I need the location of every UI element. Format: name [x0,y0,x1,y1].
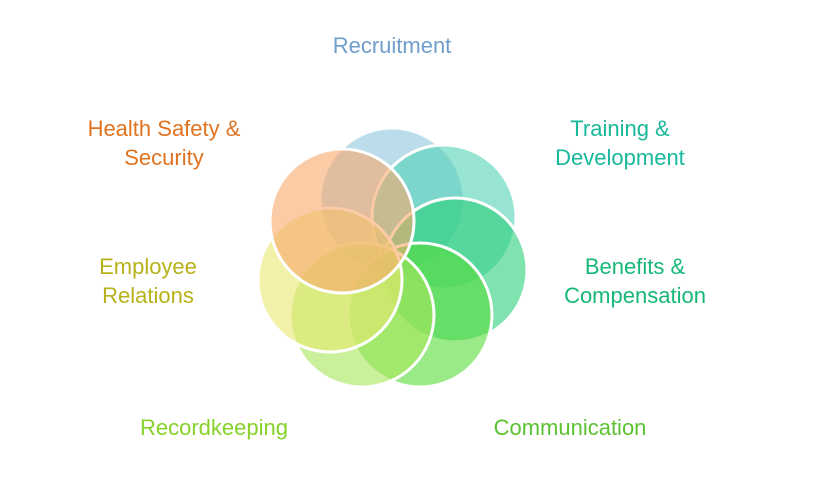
label-training-development: Training & Development [555,116,685,170]
label-benefits-compensation: Benefits & Compensation [564,254,706,308]
label-communication: Communication [493,415,647,440]
label-health-safety-security: Health Safety & Security [87,116,241,170]
circle-health-safety [268,147,416,295]
label-recruitment: Recruitment [332,33,452,58]
label-recordkeeping: Recordkeeping [140,415,288,440]
label-employee-relations: Employee Relations [99,254,197,308]
